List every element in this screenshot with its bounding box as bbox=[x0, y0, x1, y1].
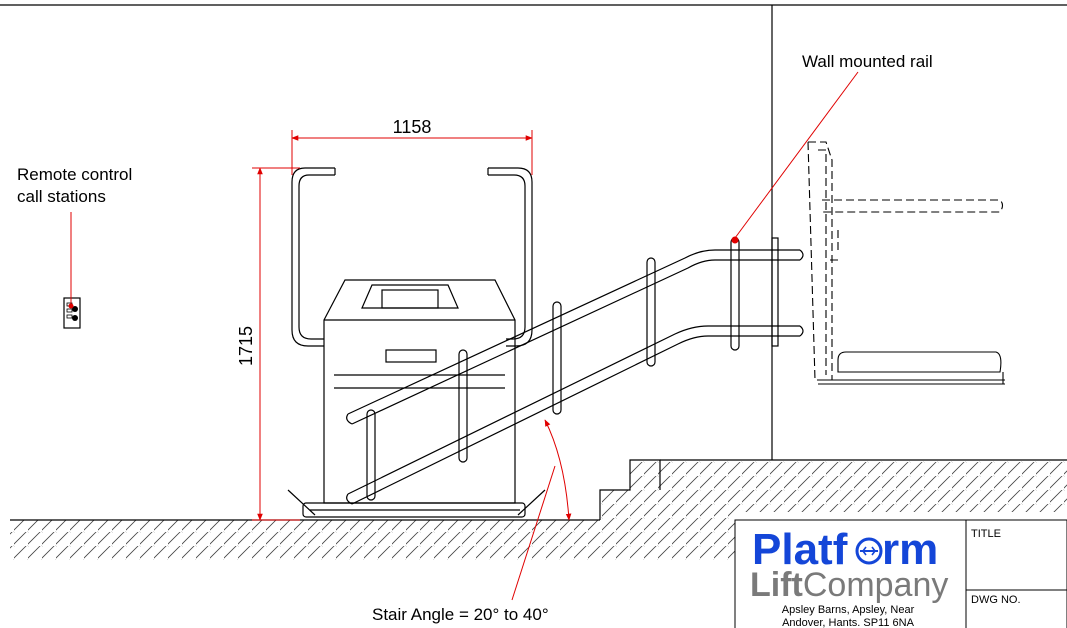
dwg-no-field-label: DWG NO. bbox=[971, 594, 1021, 606]
remote-control-label-line2: call stations bbox=[17, 187, 106, 206]
wall-rail-label: Wall mounted rail bbox=[802, 52, 933, 71]
dimension-lines bbox=[252, 130, 533, 521]
lift-carriage bbox=[287, 279, 546, 518]
title-block bbox=[734, 519, 1067, 628]
folded-platform bbox=[807, 141, 1004, 381]
title-field-label: TITLE bbox=[971, 528, 1001, 540]
logo-lift-text: LiftCompany bbox=[750, 568, 948, 602]
address-line2: Andover, Hants. SP11 6NA bbox=[782, 617, 914, 628]
logo-platform-text-end: rm bbox=[882, 525, 939, 574]
remote-control-icon bbox=[63, 297, 81, 329]
stair-landing bbox=[599, 459, 1067, 520]
logo-company-word: Company bbox=[802, 566, 949, 604]
logo-symbol bbox=[855, 537, 883, 565]
remote-control-label-line1: Remote control bbox=[17, 165, 133, 184]
logo-lift-word: Lift bbox=[750, 566, 803, 604]
stair-rails bbox=[346, 237, 804, 505]
stair-angle-label: Stair Angle = 20° to 40° bbox=[372, 605, 549, 624]
lift-grab-handle bbox=[291, 167, 533, 347]
logo-platform-text: Platf bbox=[752, 525, 848, 574]
ground-hatch bbox=[10, 519, 735, 560]
width-dimension: 1158 bbox=[393, 117, 432, 137]
platform-tray bbox=[818, 351, 1005, 385]
height-dimension: 1715 bbox=[236, 326, 256, 366]
address-line1: Apsley Barns, Apsley, Near bbox=[781, 604, 915, 616]
leader-lines bbox=[68, 71, 859, 601]
